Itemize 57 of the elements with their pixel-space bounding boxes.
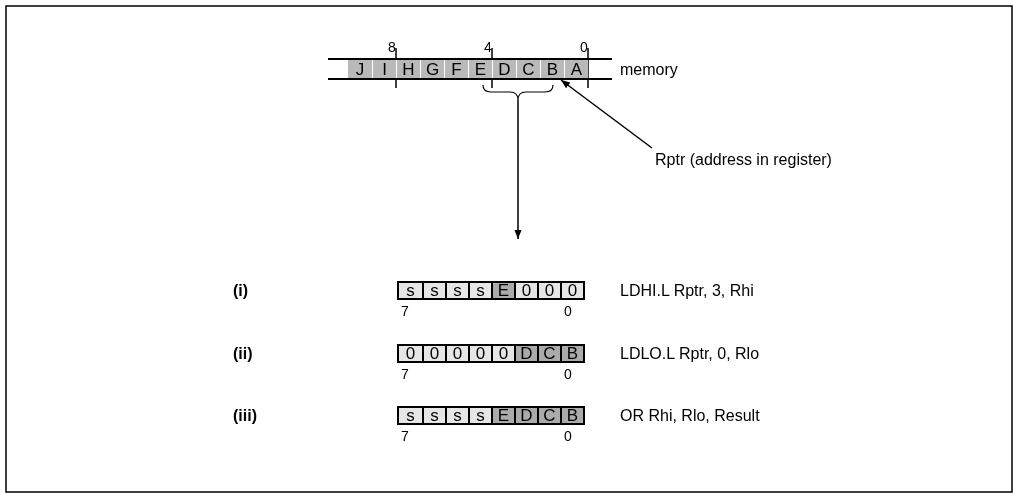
pointer-label: Rptr (address in register)	[655, 152, 832, 168]
step-label: (iii)	[233, 408, 257, 424]
bit-cell: s	[422, 408, 445, 423]
bit-number: 4	[484, 40, 492, 54]
bit-cell: I	[372, 60, 396, 78]
bit-cell: s	[399, 408, 422, 423]
bit-cell: 0	[422, 346, 445, 361]
bit-cell: 0	[560, 283, 583, 298]
step-label: (i)	[233, 283, 249, 299]
bit-cell: 0	[399, 346, 422, 361]
register-strip	[397, 281, 585, 300]
bit-cell: s	[422, 283, 445, 298]
bit-cell: E	[491, 283, 514, 298]
instruction-text: LDHI.L Rptr, 3, Rhi	[620, 283, 754, 299]
instruction-text: LDLO.L Rptr, 0, Rlo	[620, 346, 760, 362]
register-strip	[397, 344, 585, 363]
bit-cell: C	[537, 346, 560, 361]
bit-number: 7	[401, 429, 409, 443]
bit-cell: D	[492, 60, 516, 78]
register-strip	[397, 406, 585, 425]
bit-cell: s	[445, 408, 468, 423]
bit-number: 0	[564, 304, 572, 318]
bit-cell: 0	[537, 283, 560, 298]
bit-cell: F	[444, 60, 468, 78]
bit-number: 8	[388, 40, 396, 54]
arrow	[514, 99, 522, 240]
bit-cell: 0	[445, 346, 468, 361]
bit-cell: H	[396, 60, 420, 78]
bit-cell: E	[491, 408, 514, 423]
bit-cell: 0	[468, 346, 491, 361]
bit-cell: G	[420, 60, 444, 78]
arrow	[560, 79, 653, 149]
bit-number: 7	[401, 367, 409, 381]
bit-cell: C	[516, 60, 540, 78]
memory-strip	[348, 58, 588, 80]
bit-number: 0	[580, 40, 588, 54]
bit-cell: B	[540, 60, 564, 78]
step-label: (ii)	[233, 346, 253, 362]
bit-number: 0	[564, 367, 572, 381]
bit-cell: D	[514, 408, 537, 423]
instruction-text: OR Rhi, Rlo, Result	[620, 408, 760, 424]
bit-cell: 0	[514, 283, 537, 298]
bit-cell: D	[514, 346, 537, 361]
memory-label: memory	[620, 62, 678, 78]
bit-cell: B	[560, 408, 583, 423]
bit-cell: J	[348, 60, 372, 78]
bit-cell: A	[564, 60, 588, 78]
bit-cell: B	[560, 346, 583, 361]
bit-cell: s	[468, 408, 491, 423]
bit-number: 7	[401, 304, 409, 318]
bit-cell: s	[445, 283, 468, 298]
bit-number: 0	[564, 429, 572, 443]
bit-cell: 0	[491, 346, 514, 361]
bit-cell: s	[399, 283, 422, 298]
bit-cell: s	[468, 283, 491, 298]
bit-cell: C	[537, 408, 560, 423]
bit-cell: E	[468, 60, 492, 78]
